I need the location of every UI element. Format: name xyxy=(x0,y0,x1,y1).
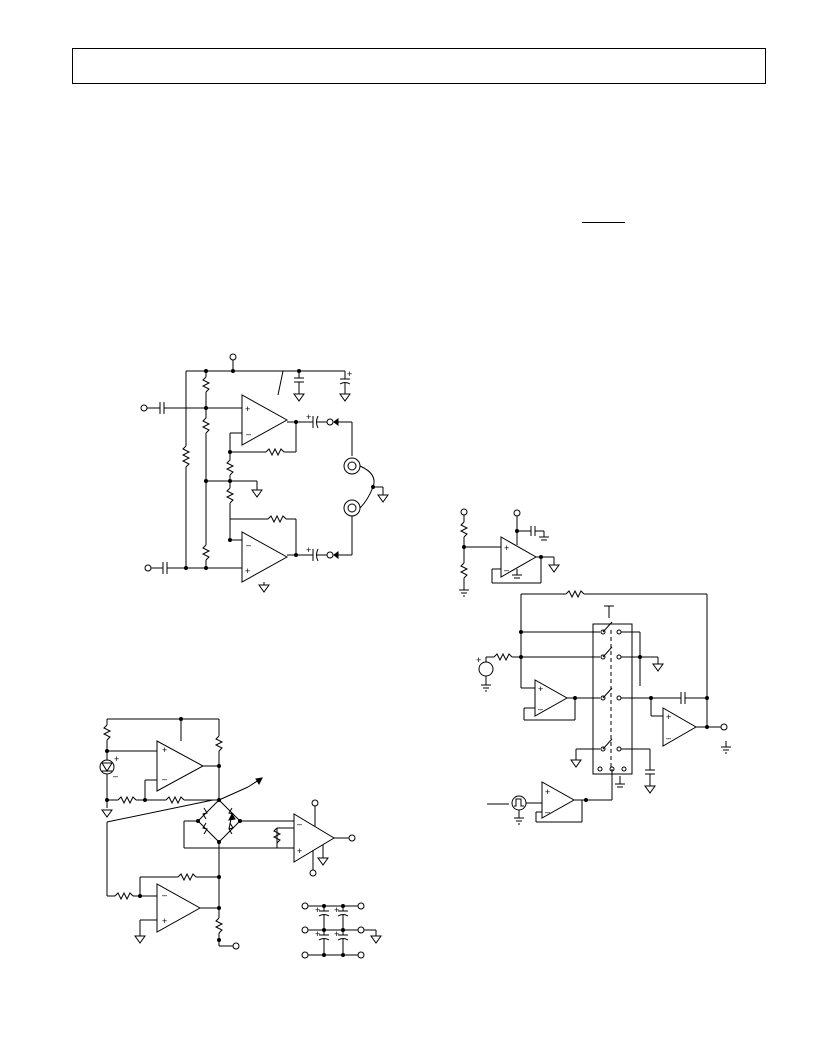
ground-icon xyxy=(293,393,305,402)
header-box xyxy=(72,48,766,84)
diode-plus: + xyxy=(114,754,119,764)
svg-text:–: – xyxy=(666,733,671,743)
instrumentation-amp xyxy=(293,813,335,863)
ground-icon xyxy=(377,494,389,503)
svg-text:+: + xyxy=(306,545,311,555)
output-terminal-1 xyxy=(326,418,334,426)
pulse-icon xyxy=(511,795,527,811)
opamp1-plus: + xyxy=(245,404,250,414)
svg-text:–: – xyxy=(162,774,167,784)
ground-icon xyxy=(548,564,560,573)
svg-text:–: – xyxy=(246,540,251,550)
svg-text:–: – xyxy=(297,819,302,829)
svg-text:+: + xyxy=(334,929,339,939)
cap-plus-1: + xyxy=(306,412,311,422)
supply-terminal xyxy=(311,799,319,807)
ground-icon xyxy=(570,759,582,768)
cap-grid-plus-1: + xyxy=(315,905,320,915)
svg-text:–: – xyxy=(162,890,167,900)
svg-text:–: – xyxy=(545,807,550,817)
svg-text:+: + xyxy=(666,712,671,722)
ground-icon xyxy=(339,393,351,402)
output-terminal xyxy=(720,723,728,731)
op-amp-a xyxy=(156,740,205,792)
svg-text:+: + xyxy=(162,745,167,755)
ground-icon xyxy=(317,857,329,866)
op-amp-2 xyxy=(241,531,289,583)
op-amp-integrator xyxy=(534,679,569,717)
svg-text:+: + xyxy=(504,543,509,553)
pulse-plus: + xyxy=(545,787,550,797)
svg-text:+: + xyxy=(538,684,543,694)
svg-text:+: + xyxy=(245,566,250,576)
svg-text:–: – xyxy=(246,429,251,439)
supply-terminal xyxy=(229,353,237,361)
output-terminal-2 xyxy=(326,551,334,559)
source-plus: + xyxy=(476,655,481,665)
op-amp-b xyxy=(156,883,202,933)
polarity-plus: + xyxy=(347,369,352,379)
switch-block xyxy=(592,623,633,775)
ground-icon xyxy=(652,663,664,672)
ground-icon xyxy=(370,935,382,944)
op-amp-1 xyxy=(241,394,289,446)
svg-text:+: + xyxy=(334,905,339,915)
svg-text:+: + xyxy=(297,846,302,856)
op-amp-pulse xyxy=(541,781,576,819)
ground-icon xyxy=(644,785,656,794)
overline-mark xyxy=(582,222,625,223)
cap-grid-plus-2: + xyxy=(315,929,320,939)
ground-icon xyxy=(251,489,263,498)
diode-minus: – xyxy=(113,771,118,781)
ground-icon xyxy=(134,935,146,944)
svg-text:+: + xyxy=(162,916,167,926)
op-amp-buffer xyxy=(500,536,538,578)
svg-text:–: – xyxy=(504,565,509,575)
ground-icon xyxy=(101,809,113,818)
op-amp-output xyxy=(662,707,698,747)
svg-text:–: – xyxy=(538,704,543,714)
ground-icon xyxy=(258,584,270,593)
output-terminal xyxy=(348,834,356,842)
